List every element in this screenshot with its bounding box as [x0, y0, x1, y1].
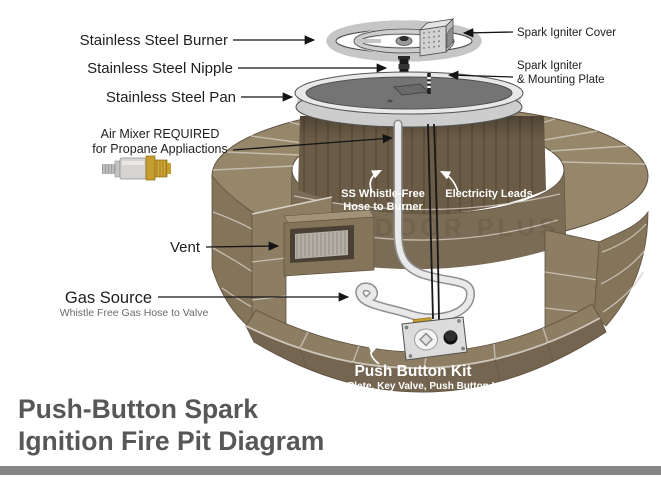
leader-vent	[205, 241, 280, 251]
label-spark-igniter-line1: Spark Igniter	[517, 60, 582, 72]
leader-spark-igniter	[447, 70, 514, 80]
hose-label-line1: SS Whistle-Free	[341, 188, 425, 200]
label-gas-source: Gas Source	[65, 289, 152, 307]
page-title-line1: Push-Button Spark	[18, 394, 258, 424]
cover-vent-holes	[423, 30, 440, 49]
label-spark-igniter-line2: & Mounting Plate	[517, 74, 605, 86]
footer-bar	[0, 466, 661, 475]
pit-floor	[272, 244, 576, 327]
kit-label-sub: Mounting Plate, Key Valve, Push Button I…	[300, 381, 522, 392]
label-pan: Stainless Steel Pan	[106, 89, 236, 106]
kit-screws	[404, 319, 465, 358]
hose-arrow	[369, 169, 383, 193]
plumbing	[355, 119, 475, 323]
label-vent: Vent	[170, 239, 201, 256]
overlay-labels: SS Whistle-Free Hose to Burner Electrici…	[300, 169, 533, 392]
electricity-leads-wires	[427, 123, 434, 320]
label-air-mixer-line2: for Propane Appliactions	[92, 142, 228, 156]
spark-igniter-cover-box	[418, 18, 455, 57]
air-mixer-fitting	[102, 155, 171, 181]
callouts: Stainless Steel Burner Stainless Steel N…	[60, 27, 617, 319]
label-spark-igniter-cover: Spark Igniter Cover	[517, 27, 616, 39]
label-gas-source-sub: Whistle Free Gas Hose to Valve	[60, 307, 209, 319]
kit-arrow	[368, 345, 380, 365]
push-button-kit	[401, 316, 468, 361]
page-title-line2: Ignition Fire Pit Diagram	[18, 426, 324, 456]
key-valve-slot	[418, 332, 434, 347]
label-burner: Stainless Steel Burner	[80, 32, 228, 49]
leader-spark-igniter-cover	[462, 28, 514, 38]
burner-assembly	[294, 18, 524, 128]
label-nipple: Stainless Steel Nipple	[87, 60, 233, 77]
leader-air-mixer	[232, 134, 394, 151]
vent-wall-section	[283, 209, 375, 277]
stainless-pan	[294, 71, 524, 128]
kit-label-title: Push Button Kit	[354, 363, 471, 380]
electricity-label: Electricity Leads	[445, 188, 532, 200]
electricity-arrow	[439, 170, 459, 193]
hose-label-line2: Hose to Burner	[343, 201, 423, 213]
label-air-mixer-line1: Air Mixer REQUIRED	[101, 127, 220, 141]
